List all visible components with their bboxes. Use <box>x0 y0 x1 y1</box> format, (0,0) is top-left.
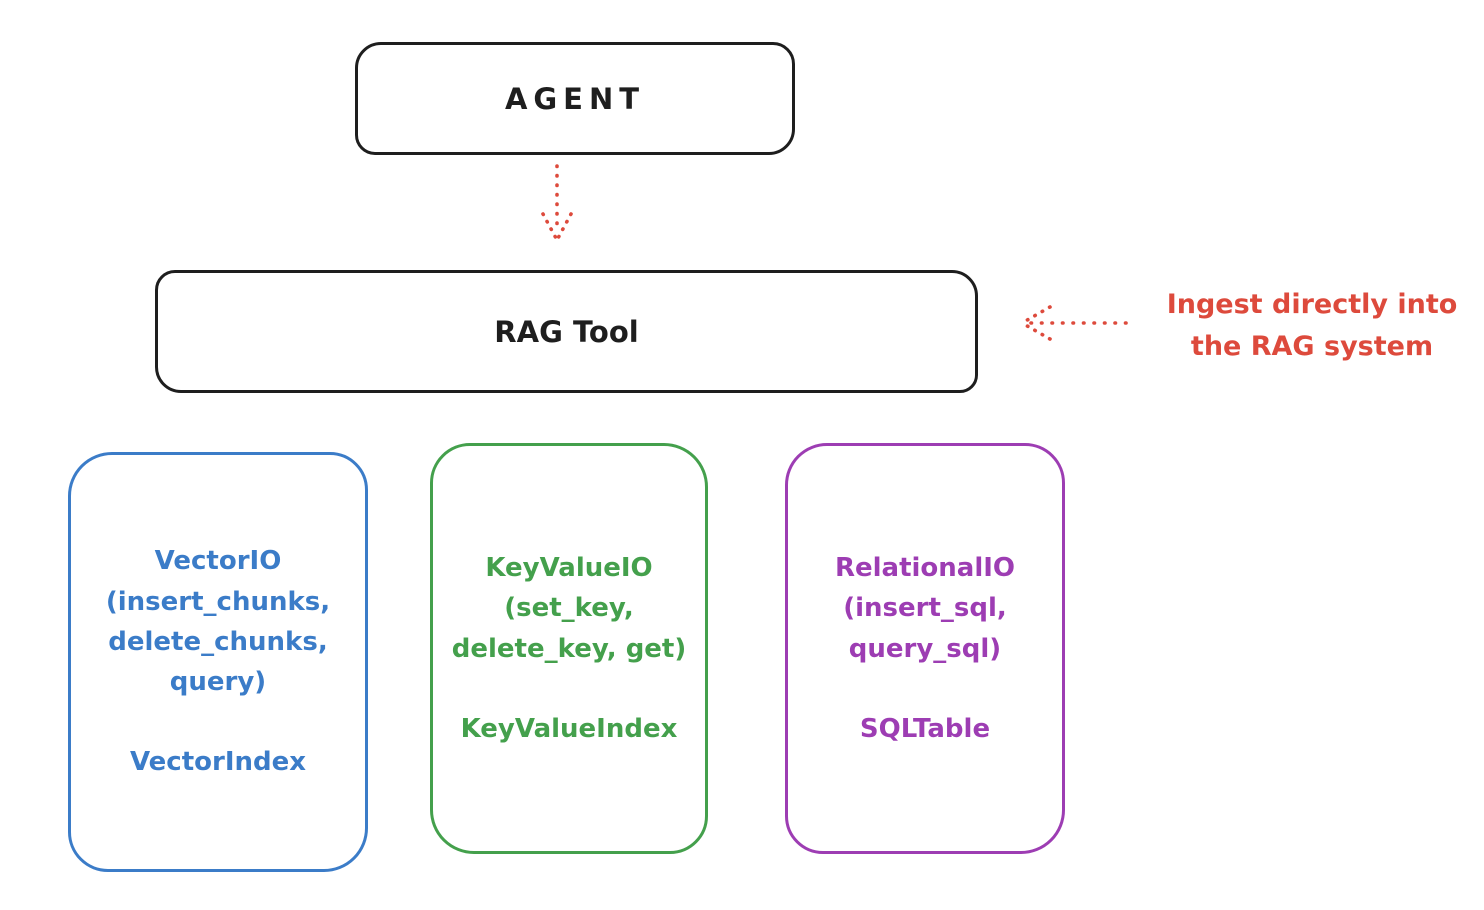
relational-io-title: RelationalIO <box>834 552 1016 583</box>
keyvalue-index-label: KeyValueIndex <box>460 713 678 744</box>
vector-index-label: VectorIndex <box>129 747 307 778</box>
agent-node: AGENT <box>355 42 795 155</box>
relational-io-methods-line1: (insert_sql, <box>843 593 1007 624</box>
keyvalue-io-methods-line2: delete_key, get) <box>451 633 687 664</box>
rag-tool-label: RAG Tool <box>494 314 639 349</box>
vector-io-node: VectorIO (insert_chunks, delete_chunks, … <box>68 452 368 872</box>
vector-io-methods-line2: delete_chunks, <box>108 626 328 657</box>
vector-io-title: VectorIO <box>154 546 282 577</box>
rag-tool-node: RAG Tool <box>155 270 978 393</box>
agent-label: AGENT <box>504 81 646 116</box>
dotted-left-arrow-icon <box>1020 305 1128 341</box>
sql-table-label: SQLTable <box>859 713 991 744</box>
relational-io-node: RelationalIO (insert_sql, query_sql) SQL… <box>785 443 1065 854</box>
keyvalue-io-title: KeyValueIO <box>485 552 653 583</box>
keyvalue-io-methods-line1: (set_key, <box>504 593 634 624</box>
ingest-annotation-line1: Ingest directly into <box>1166 289 1458 320</box>
vector-io-methods-line3: query) <box>169 667 267 698</box>
dotted-down-arrow-icon <box>541 164 573 242</box>
ingest-annotation-line2: the RAG system <box>1190 330 1434 362</box>
vector-io-methods-line1: (insert_chunks, <box>105 586 331 617</box>
ingest-annotation: Ingest directly into the RAG system <box>1140 284 1484 368</box>
keyvalue-io-node: KeyValueIO (set_key, delete_key, get) Ke… <box>430 443 708 854</box>
relational-io-methods-line2: query_sql) <box>848 633 1002 664</box>
